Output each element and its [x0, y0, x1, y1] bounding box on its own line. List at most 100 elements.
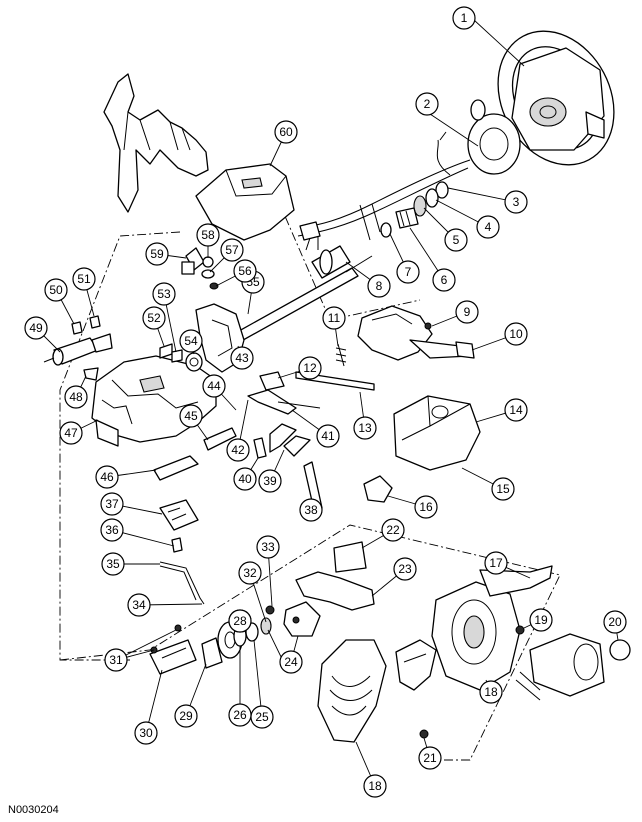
callout-54: 54 — [179, 329, 203, 353]
callout-label: 18 — [484, 685, 498, 699]
callout-label: 51 — [77, 272, 91, 286]
callout-label: 40 — [238, 472, 252, 486]
callout-59: 59 — [145, 242, 169, 266]
callout-12: 12 — [298, 356, 322, 380]
callout-24: 24 — [279, 650, 303, 674]
callout-label: 34 — [132, 598, 146, 612]
callout-label: 58 — [201, 228, 215, 242]
callout-label: 42 — [231, 443, 245, 457]
callout-31: 31 — [104, 648, 128, 672]
tilt-lever-set — [253, 423, 323, 511]
callout-43: 43 — [230, 346, 254, 370]
callout-44: 44 — [202, 374, 226, 398]
callout-label: 47 — [64, 426, 78, 440]
steering-shaft — [229, 245, 373, 345]
callout-56: 56 — [233, 259, 257, 283]
callout-20: 20 — [603, 610, 627, 634]
callout-label: 57 — [225, 243, 239, 257]
callout-label: 53 — [157, 287, 171, 301]
callout-11: 11 — [322, 306, 346, 330]
callout-label: 39 — [263, 474, 277, 488]
column-support-brackets — [283, 541, 375, 637]
callout-label: 22 — [386, 523, 400, 537]
callout-label: 46 — [100, 470, 114, 484]
callout-label: 19 — [534, 613, 548, 627]
callout-label: 17 — [489, 556, 503, 570]
callout-label: 15 — [496, 482, 510, 496]
callout-label: 33 — [261, 540, 275, 554]
callout-label: 16 — [419, 500, 433, 514]
dashboard-bracket — [103, 73, 209, 213]
callout-7: 7 — [396, 260, 420, 284]
callout-60: 60 — [274, 120, 298, 144]
callout-label: 54 — [184, 334, 198, 348]
callout-label: 24 — [284, 655, 298, 669]
callout-label: 30 — [139, 726, 153, 740]
figure-identifier: N0030204 — [8, 804, 59, 816]
callout-label: 1 — [461, 11, 468, 25]
callout-label: 60 — [279, 125, 293, 139]
callout-label: 11 — [328, 311, 341, 325]
callout-14: 14 — [504, 398, 528, 422]
callout-label: 3 — [513, 195, 520, 209]
column-boot-left — [317, 639, 387, 743]
callout-33: 33 — [256, 535, 280, 559]
callout-label: 36 — [105, 523, 119, 537]
callout-1: 1 — [452, 6, 476, 30]
callout-52: 52 — [142, 306, 166, 330]
callout-42: 42 — [226, 438, 250, 462]
tilt-mechanism-small-parts — [247, 343, 375, 415]
callout-label: 10 — [509, 327, 523, 341]
callout-22: 22 — [381, 518, 405, 542]
callout-46: 46 — [95, 465, 119, 489]
callout-28: 28 — [228, 609, 252, 633]
callout-label: 2 — [424, 97, 431, 111]
callout-label: 43 — [235, 351, 249, 365]
callout-26: 26 — [228, 703, 252, 727]
callout-6: 6 — [432, 268, 456, 292]
callout-label: 20 — [608, 615, 622, 629]
lower-shaft-components — [149, 605, 275, 675]
callout-29: 29 — [174, 704, 198, 728]
callout-58: 58 — [196, 223, 220, 247]
callout-13: 13 — [353, 416, 377, 440]
callout-23: 23 — [393, 557, 417, 581]
callout-18: 18 — [363, 774, 387, 798]
callout-47: 47 — [59, 421, 83, 445]
callout-57: 57 — [220, 238, 244, 262]
callout-34: 34 — [127, 593, 151, 617]
callout-label: 28 — [233, 614, 247, 628]
steering-column-housing — [91, 303, 245, 447]
callout-39: 39 — [258, 469, 282, 493]
callout-label: 41 — [321, 429, 335, 443]
callout-50: 50 — [44, 278, 68, 302]
lower-bracket-parts — [153, 427, 237, 605]
callout-45: 45 — [179, 404, 203, 428]
tilt-motor-and-bolts — [43, 315, 113, 381]
callout-label: 21 — [423, 751, 437, 765]
callout-label: 8 — [376, 279, 383, 293]
callout-label: 56 — [238, 264, 252, 278]
callout-label: 18 — [368, 779, 382, 793]
assembly-boundary-lower — [59, 524, 561, 761]
callout-40: 40 — [233, 467, 257, 491]
callout-label: 6 — [441, 273, 448, 287]
callout-label: 44 — [207, 379, 221, 393]
steering-wheel — [497, 30, 615, 166]
callout-label: 23 — [398, 562, 412, 576]
callout-label: 13 — [358, 421, 372, 435]
callout-19: 19 — [529, 608, 553, 632]
upper-shaft-hardware — [380, 181, 449, 238]
callout-8: 8 — [367, 274, 391, 298]
callout-9: 9 — [455, 300, 479, 324]
callout-53: 53 — [152, 282, 176, 306]
lower-shroud — [393, 395, 481, 471]
callout-label: 31 — [109, 653, 123, 667]
callout-3: 3 — [504, 190, 528, 214]
callout-36: 36 — [100, 518, 124, 542]
ignition-lock-parts — [181, 247, 219, 290]
column-pins — [159, 343, 183, 363]
